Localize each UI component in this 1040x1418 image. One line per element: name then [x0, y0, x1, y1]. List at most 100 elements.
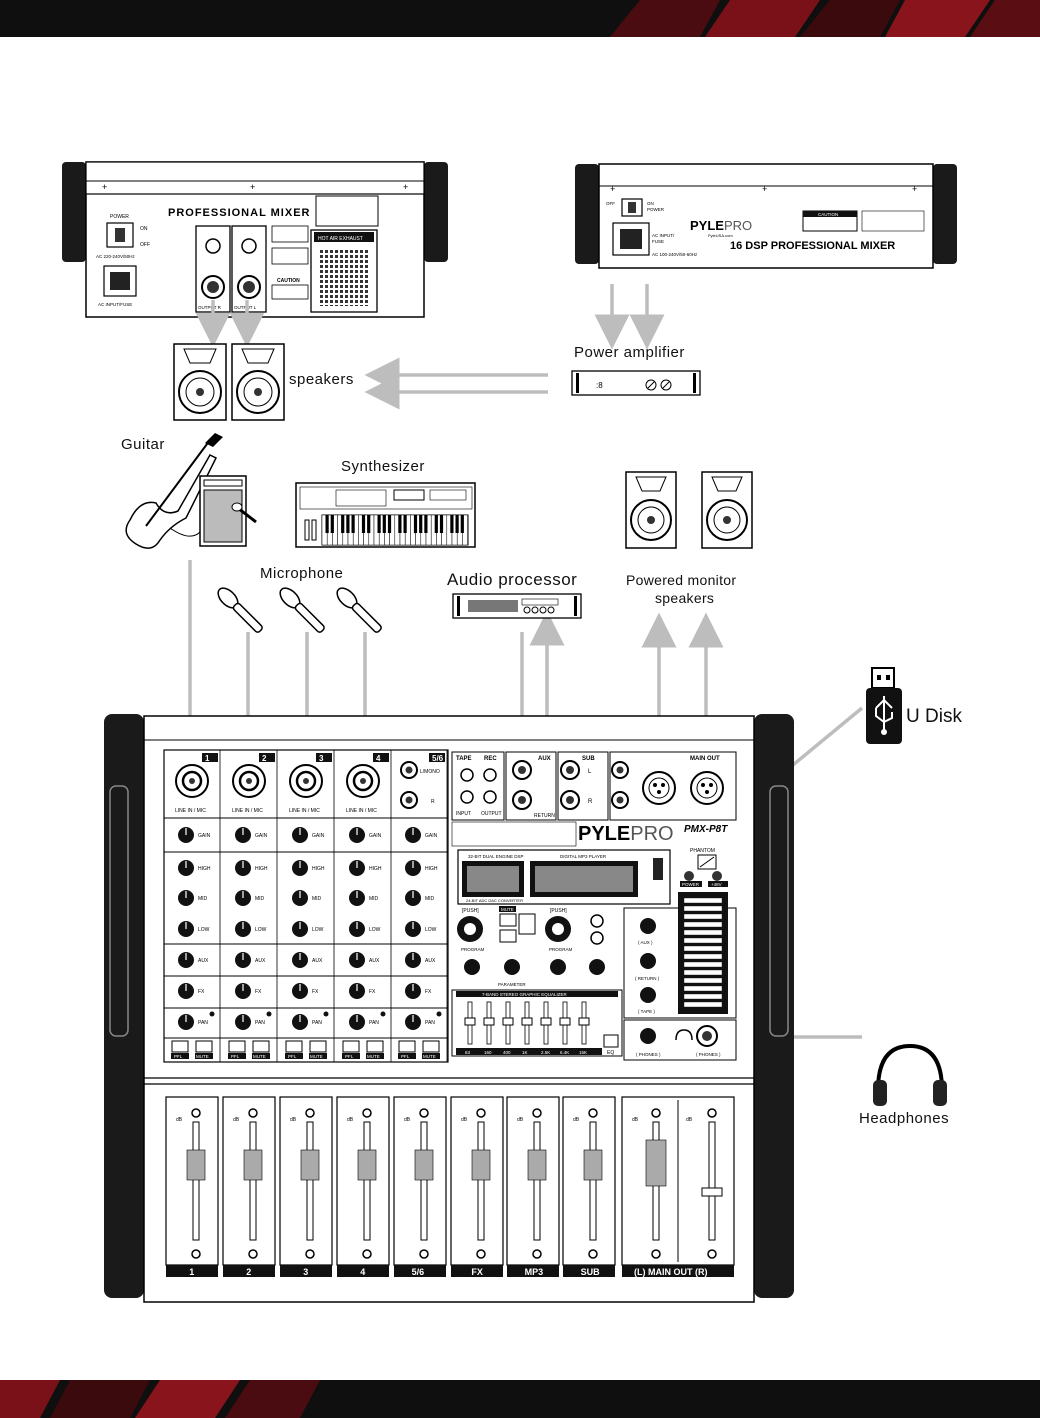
mute-button[interactable]	[422, 1040, 440, 1053]
mute-button[interactable]	[309, 1040, 327, 1053]
rear-left-power-switch[interactable]	[106, 222, 134, 248]
guitar-device	[125, 433, 223, 549]
synth-black-key	[413, 515, 418, 533]
output-jack-right[interactable]	[205, 238, 221, 254]
knob-label: PAN	[425, 1020, 435, 1026]
svg-text:32-BIT DUAL ENGINE DSP: 32-BIT DUAL ENGINE DSP	[468, 854, 524, 859]
svg-text:+: +	[610, 184, 615, 194]
eq-band-label: 15K	[579, 1050, 587, 1055]
svg-text:( RETURN ): ( RETURN )	[635, 976, 660, 981]
svg-text:CAUTION: CAUTION	[818, 212, 838, 217]
fader-cap[interactable]	[186, 1149, 206, 1181]
fader-cap[interactable]	[357, 1149, 377, 1181]
peak-led	[266, 1011, 272, 1017]
svg-text:INPUT: INPUT	[456, 811, 471, 817]
main-fader-cap-r[interactable]	[701, 1187, 723, 1197]
stereo-in-r-label: R	[431, 799, 435, 805]
label-power-amplifier: Power amplifier	[574, 344, 685, 361]
fader-cap[interactable]	[414, 1149, 434, 1181]
eq-slider-cap[interactable]	[483, 1017, 495, 1026]
synth-black-key	[361, 515, 366, 533]
fader-cap[interactable]	[583, 1149, 603, 1181]
rec-output-r[interactable]	[483, 790, 497, 804]
knob-label: HIGH	[425, 866, 438, 872]
pfl-button[interactable]	[171, 1040, 189, 1053]
bottom-decorative-bar	[0, 1380, 1040, 1418]
parameter-knob[interactable]	[504, 959, 520, 975]
aux-master-knob[interactable]	[640, 918, 656, 934]
rear-left-power-label: POWER	[110, 214, 129, 220]
fx-knob[interactable]	[464, 959, 480, 975]
tape-input-r[interactable]	[460, 790, 474, 804]
channel-number-badge	[429, 753, 445, 762]
rec-output-l[interactable]	[483, 768, 497, 782]
fader-cap[interactable]	[471, 1149, 491, 1181]
eq-slider-cap[interactable]	[559, 1017, 571, 1026]
fader-track	[477, 1121, 485, 1241]
fader-db-label: dB	[233, 1117, 240, 1123]
pfl-button[interactable]	[228, 1040, 246, 1053]
usb-disk-icon	[866, 667, 902, 744]
fader-cap[interactable]	[243, 1149, 263, 1181]
return-master-knob[interactable]	[640, 953, 656, 969]
fader-label: MP3	[525, 1267, 544, 1277]
channel-number: 3	[319, 754, 324, 763]
knob-label: FX	[198, 989, 205, 995]
eq-slider-cap[interactable]	[502, 1017, 514, 1026]
monitor-left	[625, 471, 677, 549]
pfl-button[interactable]	[398, 1040, 416, 1053]
meter-led	[683, 977, 723, 984]
synth-black-key	[419, 515, 423, 533]
tape-master-knob[interactable]	[640, 987, 656, 1003]
synth-black-key	[341, 515, 345, 533]
mute-button[interactable]	[195, 1040, 213, 1053]
knob-label: FX	[312, 989, 319, 995]
top-decorative-bar	[0, 0, 1040, 37]
eq-band-label: 6.4K	[560, 1050, 569, 1055]
knob-label: AUX	[255, 958, 266, 964]
mp3-high-knob[interactable]	[550, 959, 566, 975]
mp3-low-knob[interactable]	[589, 959, 605, 975]
eq-slider-cap[interactable]	[521, 1017, 533, 1026]
tape-input-l[interactable]	[460, 768, 474, 782]
label-speakers: speakers	[289, 371, 354, 388]
synth-black-key	[382, 515, 386, 533]
pfl-button[interactable]	[285, 1040, 303, 1053]
svg-text:HOT AIR EXHAUST: HOT AIR EXHAUST	[318, 236, 363, 242]
mute-button[interactable]	[366, 1040, 384, 1053]
eq-slider-cap[interactable]	[578, 1017, 590, 1026]
eq-slider-cap[interactable]	[464, 1017, 476, 1026]
line-in-mic-label: LINE IN / MIC	[232, 808, 263, 814]
stereo-in-l-label: L/MONO	[420, 769, 440, 775]
eq-band-label: 400	[503, 1050, 511, 1055]
fader-strip	[450, 1096, 504, 1266]
fader-track	[249, 1121, 257, 1241]
mute-button[interactable]	[252, 1040, 270, 1053]
knob-label: FX	[255, 989, 262, 995]
svg-text:PROGRAM: PROGRAM	[461, 947, 485, 952]
eq-band-label: 160	[484, 1050, 492, 1055]
pfl-label: PFL	[174, 1054, 183, 1059]
knob-label: MID	[369, 896, 379, 902]
pfl-button[interactable]	[342, 1040, 360, 1053]
fader-track	[708, 1121, 716, 1241]
fader-db-label: dB	[404, 1117, 411, 1123]
fader-cap[interactable]	[300, 1149, 320, 1181]
knob-label: GAIN	[255, 833, 268, 839]
line-in-mic-label: LINE IN / MIC	[346, 808, 377, 814]
pfl-label: PFL	[401, 1054, 410, 1059]
phones-volume-knob[interactable]	[640, 1028, 656, 1044]
svg-text:7-BAND STEREO GRAPHIC EQUALIZE: 7-BAND STEREO GRAPHIC EQUALIZER	[482, 992, 568, 997]
mute-label: MUTE	[423, 1054, 436, 1059]
microphone-1	[217, 587, 263, 633]
eq-slider-cap[interactable]	[540, 1017, 552, 1026]
eq-switch[interactable]	[603, 1034, 619, 1048]
rear-right-title: 16 DSP PROFESSIONAL MIXER	[730, 240, 895, 252]
usb-port[interactable]	[653, 858, 663, 880]
knob-label: LOW	[312, 927, 324, 933]
fader-cap[interactable]	[527, 1149, 547, 1181]
output-jack-left[interactable]	[241, 238, 257, 254]
knob-label: FX	[425, 989, 432, 995]
main-fader-cap-l[interactable]	[645, 1139, 667, 1187]
knob-label: GAIN	[369, 833, 382, 839]
